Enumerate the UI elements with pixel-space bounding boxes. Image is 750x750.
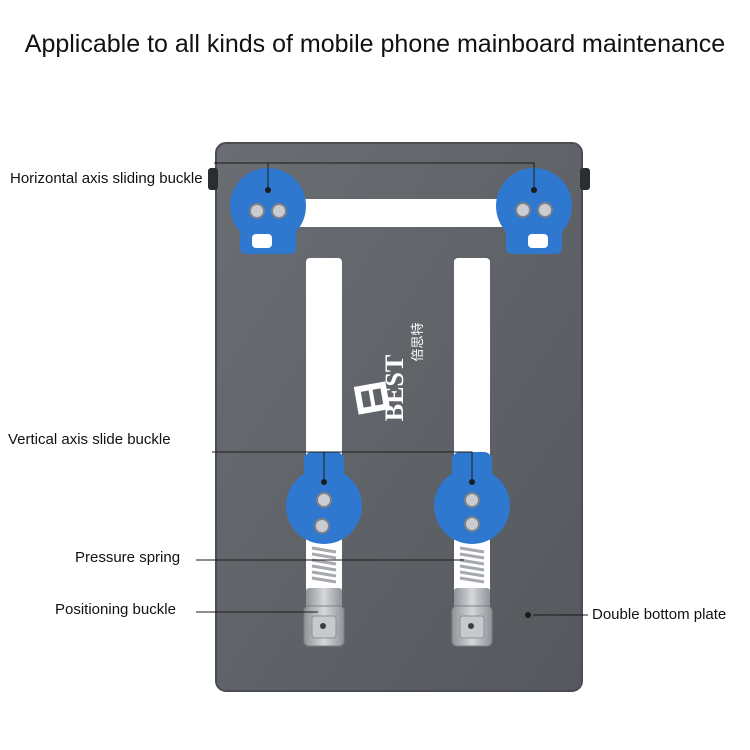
callout-pressure-spring: Pressure spring: [75, 549, 181, 566]
horizontal-buckle-left: [230, 168, 306, 254]
headline: Applicable to all kinds of mobile phone …: [24, 30, 726, 58]
brand-text: BEST: [380, 355, 409, 422]
vertical-slot-left: [306, 258, 342, 618]
pressure-spring-right: [459, 546, 485, 584]
positioning-buckle-right: [451, 588, 493, 647]
callout-horizontal-axis: Horizontal axis sliding buckle: [10, 170, 203, 187]
brand-chinese-text: 倍思特: [411, 322, 426, 361]
vertical-slot-right: [454, 258, 490, 618]
callout-lines: [196, 162, 588, 616]
pressure-spring-left: [311, 546, 337, 584]
callout-double-bottom-plate: Double bottom plate: [592, 606, 727, 623]
side-knob-right: [580, 168, 590, 190]
side-knob-left: [208, 168, 218, 190]
horizontal-buckle-right: [496, 168, 572, 254]
callout-vertical-axis: Vertical axis slide buckle: [8, 431, 171, 448]
brand-logo: BEST 倍思特: [353, 322, 426, 422]
bottom-plate-marker: [525, 612, 531, 618]
horizontal-slot: [262, 199, 538, 227]
positioning-buckle-left: [303, 588, 345, 647]
callout-positioning-buckle: Positioning buckle: [55, 601, 176, 618]
